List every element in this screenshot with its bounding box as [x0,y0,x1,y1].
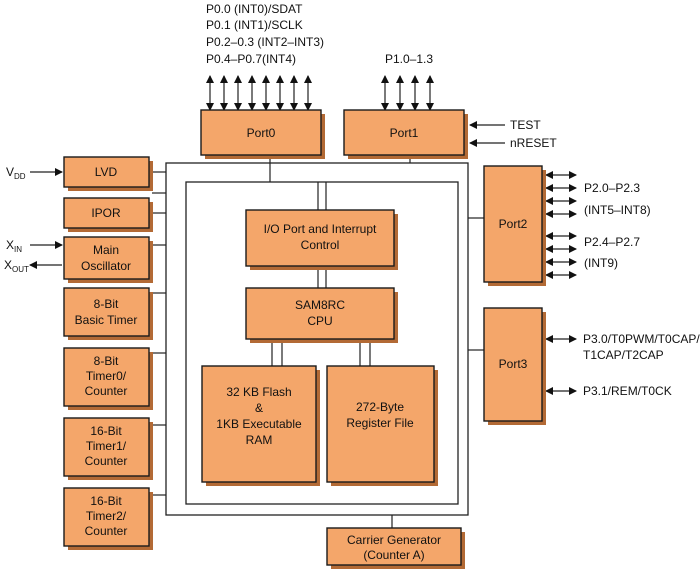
svg-text:(Counter A): (Counter A) [363,548,424,562]
svg-text:RAM: RAM [246,433,273,447]
svg-text:1KB Executable: 1KB Executable [216,417,302,431]
svg-text:8-Bit: 8-Bit [94,297,119,311]
wires [152,157,484,528]
basic-timer-block: 8-Bit Basic Timer [63,287,153,340]
port2-label-c: P2.4–P2.7 [584,235,640,249]
carrier-generator-block: Carrier Generator (Counter A) [326,527,465,569]
svg-text:Counter: Counter [85,454,128,468]
port2-label-d: (INT9) [584,256,618,270]
svg-text:Control: Control [301,238,340,252]
svg-text:32 KB Flash: 32 KB Flash [226,385,291,399]
svg-text:CPU: CPU [307,314,332,328]
svg-text:Basic Timer: Basic Timer [75,313,138,327]
svg-text:IPOR: IPOR [91,206,121,220]
port1-block: Port1 [343,109,468,159]
port2-label-b: (INT5–INT8) [584,203,651,217]
svg-text:Timer0/: Timer0/ [86,369,127,383]
svg-text:Counter: Counter [85,384,128,398]
main-oscillator-block: Main Oscillator [63,236,153,283]
port1-pins [381,75,434,111]
timer1-block: 16-Bit Timer1/ Counter [63,417,153,480]
port1-signal: P1.0–1.3 [385,52,433,66]
svg-text:Port1: Port1 [390,126,419,140]
port0-pins [206,75,312,111]
port0-block: Port0 [200,109,325,159]
timer2-block: 16-Bit Timer2/ Counter [63,487,153,550]
svg-text:Timer2/: Timer2/ [86,509,127,523]
svg-text:Carrier Generator: Carrier Generator [347,533,441,547]
xin-label: XIN [6,238,22,254]
internal-bus-frame [185,181,459,505]
port3-label-a2: T1CAP/T2CAP [583,348,664,362]
register-file-block: 272-Byte Register File [326,365,438,486]
port3-block: Port3 [483,307,546,425]
xout-label: XOUT [4,258,29,274]
cpu-block: SAM8RC CPU [245,287,398,343]
port2-label-a: P2.0–P2.3 [584,181,640,195]
vdd-label: VDD [6,165,26,181]
svg-text:272-Byte: 272-Byte [356,400,404,414]
svg-text:Port3: Port3 [499,357,528,371]
svg-text:Oscillator: Oscillator [81,259,131,273]
port0-signal-2: P0.2–0.3 (INT2–INT3) [206,35,324,49]
svg-text:Counter: Counter [85,524,128,538]
port3-label-a1: P3.0/T0PWM/T0CAP/ [583,332,700,346]
svg-text:SAM8RC: SAM8RC [295,298,345,312]
port0-signal-3: P0.4–P0.7(INT4) [206,52,296,66]
svg-text:Main: Main [93,243,119,257]
svg-text:8-Bit: 8-Bit [94,354,119,368]
flash-ram-block: 32 KB Flash & 1KB Executable RAM [201,365,320,486]
svg-text:16-Bit: 16-Bit [90,424,122,438]
port2-pins [545,171,577,279]
port0-signal-0: P0.0 (INT0)/SDAT [206,2,303,16]
test-label: TEST [510,118,541,132]
io-interrupt-control-block: I/O Port and Interrupt Control [245,209,398,270]
nreset-label: nRESET [510,136,557,150]
port0-signal-1: P0.1 (INT1)/SCLK [206,18,303,32]
ipor-block: IPOR [63,197,153,232]
timer0-block: 8-Bit Timer0/ Counter [63,347,153,410]
svg-text:Timer1/: Timer1/ [86,439,127,453]
lvd-block: LVD [63,156,153,191]
svg-text:Port0: Port0 [247,126,276,140]
svg-text:Register File: Register File [346,416,414,430]
svg-text:&: & [255,401,263,415]
svg-text:I/O Port and Interrupt: I/O Port and Interrupt [264,222,377,236]
port3-label-b: P3.1/REM/T0CK [583,384,672,398]
outer-bus-frame [165,162,469,516]
svg-text:LVD: LVD [95,165,118,179]
svg-text:Port2: Port2 [499,217,528,231]
svg-text:16-Bit: 16-Bit [90,494,122,508]
port2-block: Port2 [483,165,546,286]
